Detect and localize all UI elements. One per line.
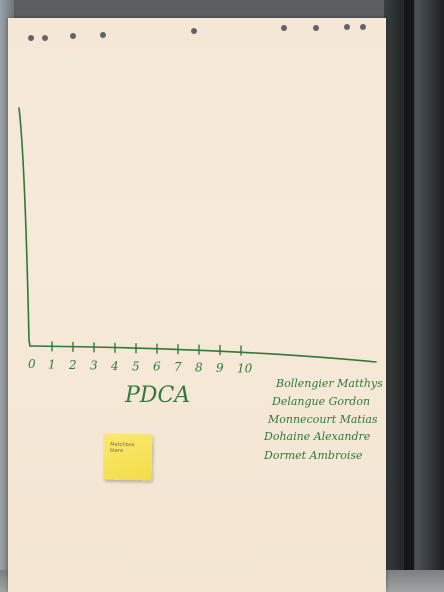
sticky-note-line: blanc [110, 447, 124, 454]
name-line: Bollengier Matthys [275, 377, 383, 390]
name-line: Dormet Ambroise [263, 449, 363, 462]
names-list: Bollengier Matthys Delangue Gordon Monne… [263, 377, 383, 462]
punch-hole [28, 35, 34, 41]
x-tick-label: 9 [216, 361, 224, 375]
x-tick-label: 3 [90, 358, 98, 372]
name-line: Monnecourt Matias [267, 413, 378, 426]
flipchart-sheet [8, 18, 386, 592]
sticky-note: Matchbox blanc [103, 433, 153, 481]
punch-hole [100, 32, 106, 38]
x-tick-label: 0 [28, 357, 36, 371]
punch-hole [281, 25, 287, 31]
x-tick-label: 5 [132, 359, 140, 373]
punch-hole [42, 35, 48, 41]
y-axis-line [18, 107, 31, 347]
punch-hole [360, 24, 366, 30]
x-tick-label: 1 [48, 357, 56, 371]
x-tick-label: 8 [195, 361, 203, 375]
window-frame [404, 0, 414, 592]
name-line: Delangue Gordon [271, 395, 370, 408]
x-axis-line [29, 345, 377, 363]
punch-hole [70, 33, 76, 39]
punch-hole [313, 25, 319, 31]
x-axis-label: PDCA [124, 383, 190, 408]
x-tick-label: 7 [174, 360, 182, 374]
x-tick-label: 4 [110, 359, 119, 373]
punch-hole [344, 24, 350, 30]
punch-hole [191, 28, 197, 34]
x-tick-label: 10 [237, 362, 253, 376]
name-line: Dohaine Alexandre [263, 430, 371, 443]
x-tick-label: 2 [68, 358, 77, 372]
x-tick-label: 6 [153, 360, 161, 374]
background-window [384, 0, 444, 592]
